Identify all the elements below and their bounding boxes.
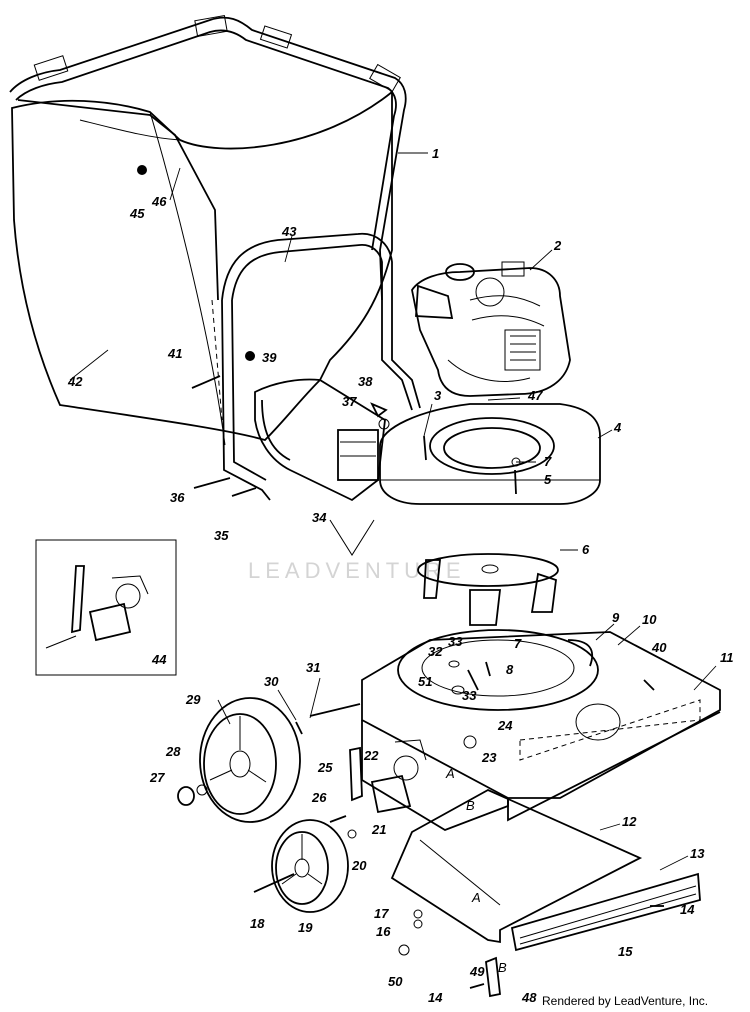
ref-letter: B [466,798,475,813]
brush-strip [510,872,701,952]
part-label: 30 [264,674,279,689]
part-label: 1 [432,146,439,161]
part-label: 39 [262,350,277,365]
ref-letter: A [471,890,481,905]
part-label: 26 [311,790,327,805]
part-label: 34 [312,510,327,525]
part-label: 32 [428,644,443,659]
part-label: 33 [448,634,463,649]
part-label: 16 [376,924,391,939]
part-labels: 1 2 3 4 5 6 7 7 8 9 10 11 12 13 14 14 15… [67,146,734,1005]
part-label: 3 [434,388,442,403]
ref-letter: A [445,766,455,781]
ref-letter: B [498,960,507,975]
part-label: 13 [690,846,705,861]
part-label: 29 [185,692,201,707]
part-label: 44 [151,652,167,667]
part-label: 7 [514,636,522,651]
bottom-plate [390,788,643,944]
part-label: 25 [317,760,333,775]
rear-handle [221,232,421,501]
part-label: 4 [613,420,622,435]
mower-deck [361,629,721,831]
part-label: 51 [418,674,432,689]
part-label: 50 [388,974,403,989]
part-label: 46 [151,194,167,209]
part-label: 5 [544,472,552,487]
part-label: 22 [363,748,379,763]
watermark-logo: LEADVENTURE [248,519,461,583]
discharge-chute [254,378,386,502]
part-label: 7 [544,454,552,469]
bag-frame [9,14,407,301]
engine [411,261,571,397]
part-label: 47 [527,388,543,403]
part-label: 14 [680,902,695,917]
inset-box-44 [35,539,177,676]
blower-housing [379,403,601,505]
part-label: 20 [351,858,367,873]
part-label: 37 [342,394,357,409]
part-label: 38 [358,374,373,389]
part-label: 45 [129,206,145,221]
footer-credit: Rendered by LeadVenture, Inc. [542,994,709,1008]
part-label: 40 [651,640,667,655]
part-label: 15 [618,944,633,959]
height-adjuster [349,739,427,814]
large-wheel [199,697,301,823]
part-label: 9 [612,610,620,625]
part-label: 24 [497,718,513,733]
part-label: 2 [553,238,562,253]
grass-bag [11,90,393,446]
hardware [137,165,664,998]
part-label: 6 [582,542,590,557]
part-label: 41 [167,346,182,361]
part-label: 33 [462,688,477,703]
part-label: 18 [250,916,265,931]
part-label: 12 [622,814,637,829]
part-label: 31 [306,660,320,675]
part-label: 10 [642,612,657,627]
part-label: 17 [374,906,389,921]
part-label: 23 [481,750,497,765]
part-label: 21 [371,822,386,837]
part-label: 14 [428,990,443,1005]
part-label: 36 [170,490,185,505]
part-label: 11 [720,650,734,665]
part-label: 43 [281,224,297,239]
small-wheel [271,819,349,913]
part-label: 8 [506,662,514,677]
part-label: 42 [67,374,83,389]
reference-letters: A A B B [445,766,507,975]
part-label: 48 [521,990,537,1005]
part-label: 19 [298,920,313,935]
part-label: 28 [165,744,181,759]
part-label: 35 [214,528,229,543]
part-label: 27 [149,770,165,785]
leader-lines [69,152,717,871]
impeller [417,553,559,626]
part-label: 49 [469,964,485,979]
